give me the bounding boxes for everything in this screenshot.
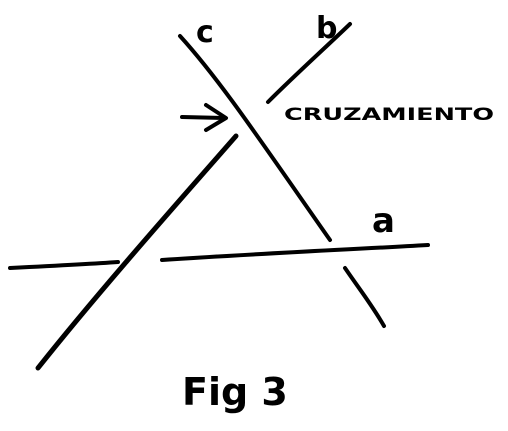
line-a-right-segment xyxy=(160,243,430,262)
line-b-label: b xyxy=(316,11,337,46)
arrow-icon xyxy=(180,103,228,132)
figure-caption: Fig 3 xyxy=(182,370,288,414)
line-a-label: a xyxy=(372,201,395,241)
line-c-upper-segment xyxy=(178,34,332,242)
crossing-label: CRUZAMIENTO xyxy=(284,105,494,125)
diagonal-line xyxy=(35,133,239,371)
line-a-left-segment xyxy=(8,260,120,270)
line-c-lower-segment xyxy=(343,266,386,328)
line-c-label: c xyxy=(196,15,214,50)
line-b xyxy=(266,22,352,104)
